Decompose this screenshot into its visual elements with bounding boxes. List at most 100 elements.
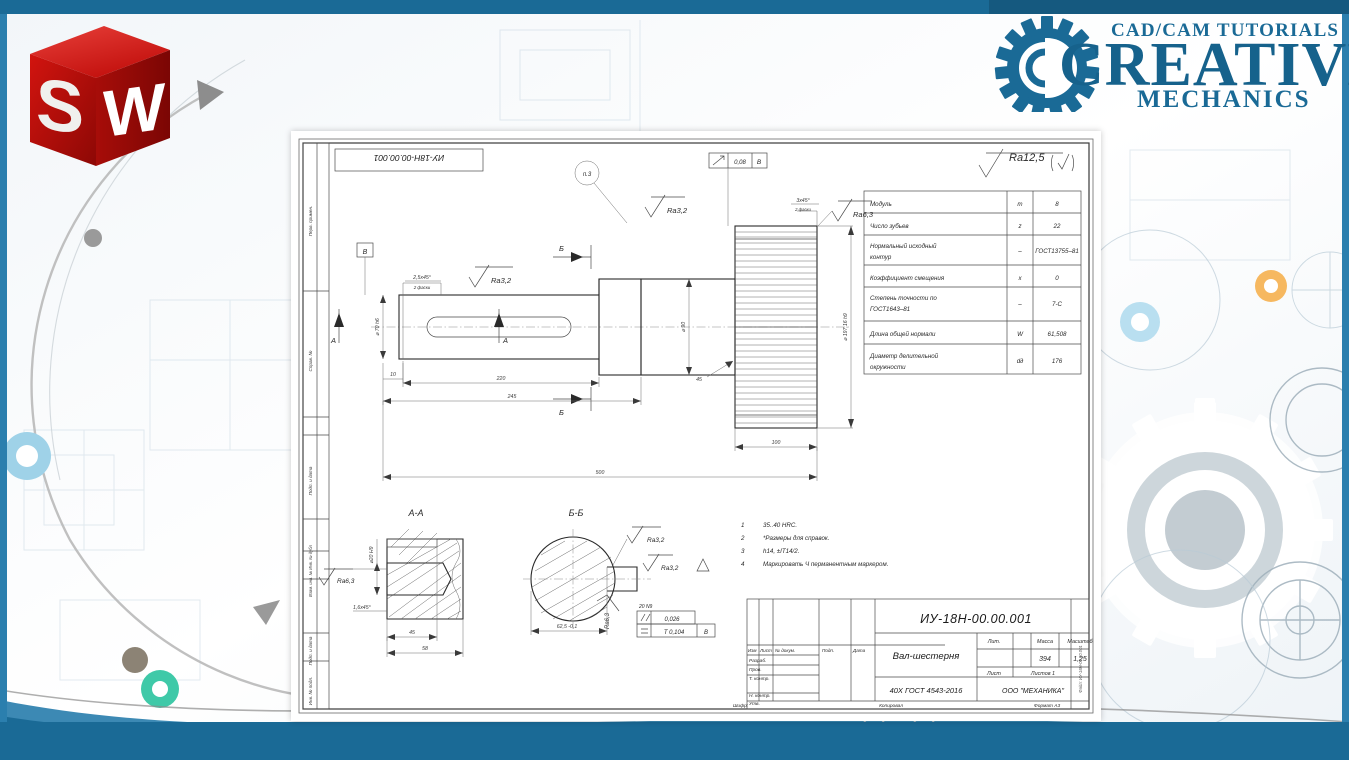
title-block-col-2: № докум. — [775, 648, 795, 653]
gear-row-2-param2: контур — [870, 254, 892, 261]
gear-row-3-value: 0 — [1055, 275, 1059, 282]
title-block-col-0: Изм — [748, 648, 757, 653]
creative-mechanics-logo: CAD/CAM TUTORIALS CREATIVE MECHANICS — [989, 8, 1349, 113]
title-block-role-2: Т. контр. — [749, 676, 770, 682]
section-bb-depth: 62,5 -0,1 — [557, 624, 578, 630]
section-aa-dim-58: 58 — [422, 646, 428, 652]
roughness-gear-value: Ra6,3 — [853, 210, 874, 219]
sidecol-label-2: Подп. и дата — [308, 466, 313, 495]
gear-row-6-value: 176 — [1052, 358, 1063, 365]
gear-row-0-value: 8 — [1055, 201, 1059, 208]
solidworks-cube-icon: S W — [30, 26, 170, 166]
roughness-step-value: Ra3,2 — [667, 206, 688, 215]
logo-tagline: CAD/CAM TUTORIALS — [1111, 20, 1340, 41]
main-view-shaft-gear: B 2,5x45° 2 фаски Ra3,2 A A — [330, 152, 874, 481]
sidecol-label-3: Взам. инв. № Инв. № дубл — [308, 545, 313, 597]
dim-500: 500 — [596, 470, 605, 476]
note-0-num: 1 — [741, 522, 744, 529]
title-block-company: ООО "МЕХАНИКА" — [1002, 688, 1064, 695]
solidworks-logo: S W — [12, 16, 182, 176]
note-2-text: h14, ±IT14/2. — [763, 548, 799, 555]
title-block-scale-value: 1,25 — [1073, 656, 1087, 663]
title-block-mass-value: 394 — [1039, 656, 1051, 663]
title-block-col-4: Дата — [852, 648, 866, 653]
gear-row-3-param: Коэффициент смещения — [870, 275, 945, 282]
section-bb-gdt-datum: B — [704, 630, 708, 636]
section-b-label-bottom: Б — [559, 408, 564, 417]
title-block: ИУ-18Н-00.00.001 Вал-шестерня 40Х ГОСТ 4… — [733, 598, 1094, 710]
title-block-drawing-number: ИУ-18Н-00.00.001 — [920, 612, 1032, 626]
title-block-cipher-label: Шифр: — [733, 703, 749, 709]
section-bb-title: Б-Б — [569, 508, 584, 518]
general-roughness-value: Ra12,5 — [1009, 152, 1045, 164]
gear-row-1-sym: z — [1017, 223, 1022, 230]
gear-row-4-value: 7-С — [1052, 301, 1063, 308]
gear-row-4-param: Степень точности по — [870, 295, 937, 302]
note-1-num: 2 — [740, 535, 745, 542]
title-block-sheets-label: Листов 1 — [1030, 671, 1055, 677]
section-aa-keyway-width: ⌀20 H9 — [369, 546, 375, 563]
section-view-a-a: A-A Ra6,3 ⌀20 H — [318, 508, 464, 657]
gdt-runout-value: 0,08 — [734, 160, 746, 166]
svg-text:W: W — [103, 70, 166, 152]
gear-row-2-param: Нормальный исходный — [870, 243, 937, 250]
title-block-format-label: Формат А3 — [1034, 703, 1061, 709]
gear-row-0-param: Модуль — [870, 201, 892, 208]
svg-text:S: S — [36, 64, 84, 150]
dim-dia-gear: ⌀ 197,16 h9 — [843, 313, 849, 341]
title-block-role-3: Н. контр. — [749, 693, 771, 699]
section-bb-keyway: 20 N9 — [638, 604, 653, 610]
note-2-num: 3 — [741, 548, 745, 555]
technical-drawing-sheet: Перв. примен. Справ. № Подп. и дата Взам… — [291, 131, 1101, 721]
title-block-scale-label: Масштаб — [1067, 639, 1093, 645]
gear-parameters-table: Модуль m 8 Число зубьев z 22 Нормальный … — [863, 190, 1082, 375]
technical-notes: 1 35..40 HRC. 2 *Размеры для справок. 3 … — [740, 522, 888, 568]
gear-row-5-sym: W — [1017, 331, 1024, 338]
dim-dia-step: ⌀ 90 — [681, 322, 687, 332]
title-block-role-4: Утв. — [749, 701, 760, 707]
gear-row-6-sym: d∂ — [1017, 358, 1024, 365]
note-0-text: 35..40 HRC. — [763, 522, 797, 529]
section-view-b-b: Б-Б Ra3,2 Ra3,2 — [523, 508, 716, 638]
section-a-label-right: A — [502, 336, 508, 345]
top-accent-bar-right — [989, 0, 1349, 14]
title-block-part-name: Вал-шестерня — [893, 651, 960, 662]
title-block-file-label: Файл: ИУ-18Н-00.00.001 — [1078, 645, 1083, 692]
gear-icon — [994, 16, 1100, 112]
gear-row-3-sym: x — [1017, 275, 1022, 282]
section-b-label-top: Б — [559, 244, 564, 253]
gear-row-4-param2: ГОСТ1643–81 — [870, 306, 910, 313]
gear-row-1-param: Число зубьев — [870, 223, 909, 230]
left-accent-edge — [0, 14, 7, 722]
title-block-lit-label: Лит. — [987, 639, 1001, 645]
gdt-runout-datum: B — [757, 159, 762, 166]
sidecol-label-4: Подп. и дата — [308, 636, 313, 665]
callout-note-value: п.3 — [583, 172, 592, 178]
chamfer-left-note: 2 фаски — [413, 285, 431, 290]
title-block-col-3: Подп. — [822, 648, 834, 653]
roughness-shaft-value: Ra3,2 — [491, 276, 512, 285]
section-aa-roughness: Ra6,3 — [337, 578, 355, 585]
dim-220: 220 — [496, 376, 506, 382]
dim-45-main: 45 — [696, 377, 702, 383]
chamfer-left-value: 2,5x45° — [412, 275, 431, 281]
title-block-material: 40Х ГОСТ 4543-2016 — [890, 686, 964, 695]
title-block-mass-label: Масса — [1037, 639, 1053, 645]
top-left-drawing-number: ИУ-18Н-00.00.001 — [373, 153, 444, 163]
section-bb-gdt-symmetry: T 0,104 — [664, 630, 685, 636]
gear-row-6-param: Диаметр делительной — [869, 353, 939, 360]
note-3-text: Маркировать Ч перманентным маркером. — [763, 561, 888, 568]
dim-10: 10 — [390, 372, 396, 378]
section-bb-roughness-3: Ra6,3 — [605, 612, 611, 629]
logo-name-mechanics: MECHANICS — [1137, 86, 1311, 113]
right-accent-edge — [1342, 14, 1349, 722]
datum-b-left: B — [363, 249, 368, 256]
note-1-text: *Размеры для справок. — [763, 535, 830, 542]
chamfer-right-value: 3x45° — [796, 198, 809, 204]
section-bb-gdt-parallel: 0,026 — [664, 617, 680, 623]
section-bb-roughness-1: Ra3,2 — [647, 537, 665, 544]
gear-row-5-param: Длина общей нормали — [869, 331, 936, 338]
title-block-role-0: Разраб. — [749, 658, 766, 664]
title-block-role-1: Пров. — [749, 667, 762, 673]
dim-100: 100 — [772, 440, 781, 446]
